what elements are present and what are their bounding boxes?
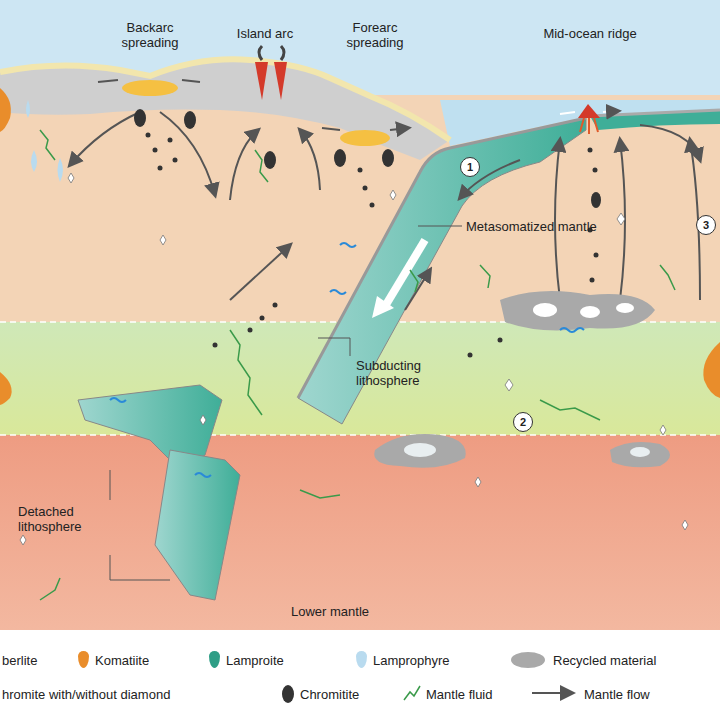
callout-text: 1 (467, 161, 473, 173)
region-label: Detached lithosphere (18, 504, 108, 534)
legend-text: Lamprophyre (373, 653, 450, 668)
region-label: Subducting lithosphere (356, 358, 446, 388)
callout-text: 2 (520, 416, 526, 428)
legend-text: Chromitite (300, 687, 359, 702)
callout-number: 3 (696, 215, 716, 235)
region-label: Forearc spreading (335, 20, 415, 50)
legend-text: Komatiite (95, 653, 149, 668)
region-label: Mid-ocean ridge (530, 26, 650, 41)
legend-text: hromite with/without diamond (2, 687, 170, 702)
legend-text: Mantle fluid (426, 687, 492, 702)
legend-text: Lamproite (226, 653, 284, 668)
callout-number: 1 (460, 157, 480, 177)
region-label: Island arc (225, 26, 305, 41)
legend-text: Recycled material (553, 653, 656, 668)
region-label: Backarc spreading (110, 20, 190, 50)
callout-text: 3 (703, 219, 709, 231)
region-label: Metasomatized mantle (466, 219, 597, 234)
legend-swatch (511, 652, 545, 668)
region-label: Lower mantle (270, 604, 390, 619)
legend-text: Mantle flow (584, 687, 650, 702)
legend-text: berlite (2, 653, 37, 668)
callout-number: 2 (513, 412, 533, 432)
